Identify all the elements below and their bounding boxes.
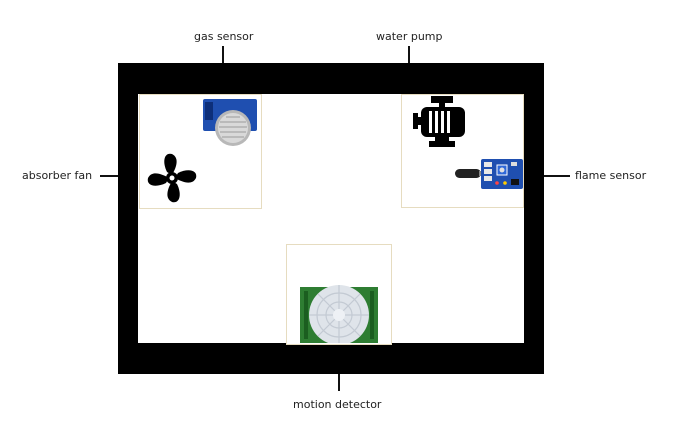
- gas-sensor-module: [203, 99, 257, 146]
- pir-motion-sensor: [300, 285, 378, 343]
- absorber-fan-label: absorber fan: [22, 169, 93, 182]
- absorber-fan-leader: [100, 175, 119, 177]
- wall-top: [118, 63, 544, 94]
- water-pump-leader: [408, 46, 410, 64]
- wall-right: [524, 63, 544, 374]
- water-pump-label: water pump: [376, 30, 443, 43]
- gas-sensor-label: gas sensor: [194, 30, 254, 43]
- flame-sensor-module: [455, 159, 523, 189]
- wall-left: [118, 63, 138, 374]
- motor-icon: [413, 96, 465, 147]
- motion-detector-label: motion detector: [293, 398, 382, 411]
- fan-icon: [147, 153, 197, 203]
- flame-sensor-leader: [544, 175, 570, 177]
- gas-sensor-leader: [222, 46, 224, 64]
- wall-bottom: [118, 343, 544, 374]
- motion-detector-leader: [338, 373, 340, 391]
- flame-sensor-label: flame sensor: [575, 169, 647, 182]
